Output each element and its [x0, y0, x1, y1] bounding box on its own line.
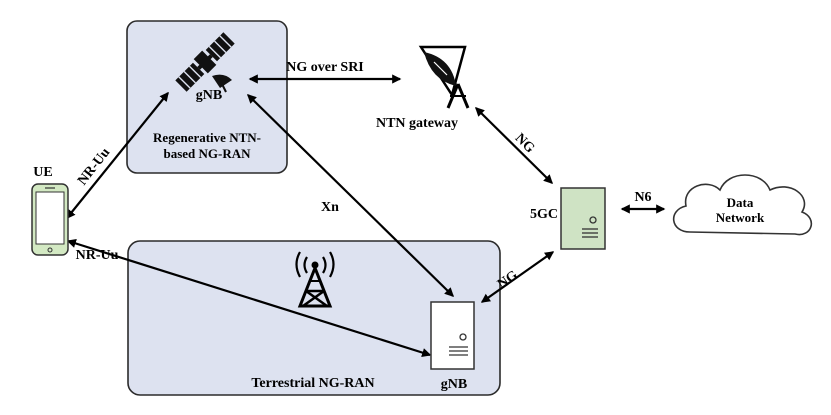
- dish-antenna-icon: [418, 45, 470, 109]
- satellite-gnb-label: gNB: [196, 88, 222, 103]
- terrestrial-gnb-server-icon: [430, 301, 475, 370]
- ntn-gateway-label: NTN gateway: [376, 116, 458, 131]
- terrestrial-ran-label: Terrestrial NG-RAN: [251, 376, 374, 391]
- ng-over-sri-label: NG over SRI: [286, 60, 364, 75]
- cell-tower-icon: [295, 251, 335, 308]
- ntn-ran-label-line2: based NG-RAN: [163, 146, 251, 161]
- ntn-ran-label-line1: Regenerative NTN-: [153, 130, 261, 145]
- ng-gateway-core-link: [475, 107, 553, 184]
- cloud-icon: [672, 174, 813, 236]
- nr-uu-satellite-link: [66, 91, 169, 220]
- nr-uu-terrestrial-link: [66, 238, 432, 358]
- terrestrial-gnb-label: gNB: [441, 377, 467, 392]
- nr-uu-terrestrial-label: NR-Uu: [76, 248, 119, 263]
- xn-label: Xn: [321, 200, 339, 215]
- n6-label: N6: [634, 190, 651, 205]
- ng-gateway-core-label: NG: [512, 131, 538, 157]
- data-network-label-line2: Network: [716, 210, 765, 225]
- server-icon: [560, 187, 606, 250]
- ng-core-terrestrial-link: [480, 251, 555, 303]
- core-label: 5GC: [530, 207, 558, 222]
- data-network-label-line1: Data: [727, 195, 754, 210]
- satellite-icon: [175, 32, 235, 93]
- smartphone-icon: [31, 183, 69, 256]
- ue-label: UE: [33, 165, 52, 180]
